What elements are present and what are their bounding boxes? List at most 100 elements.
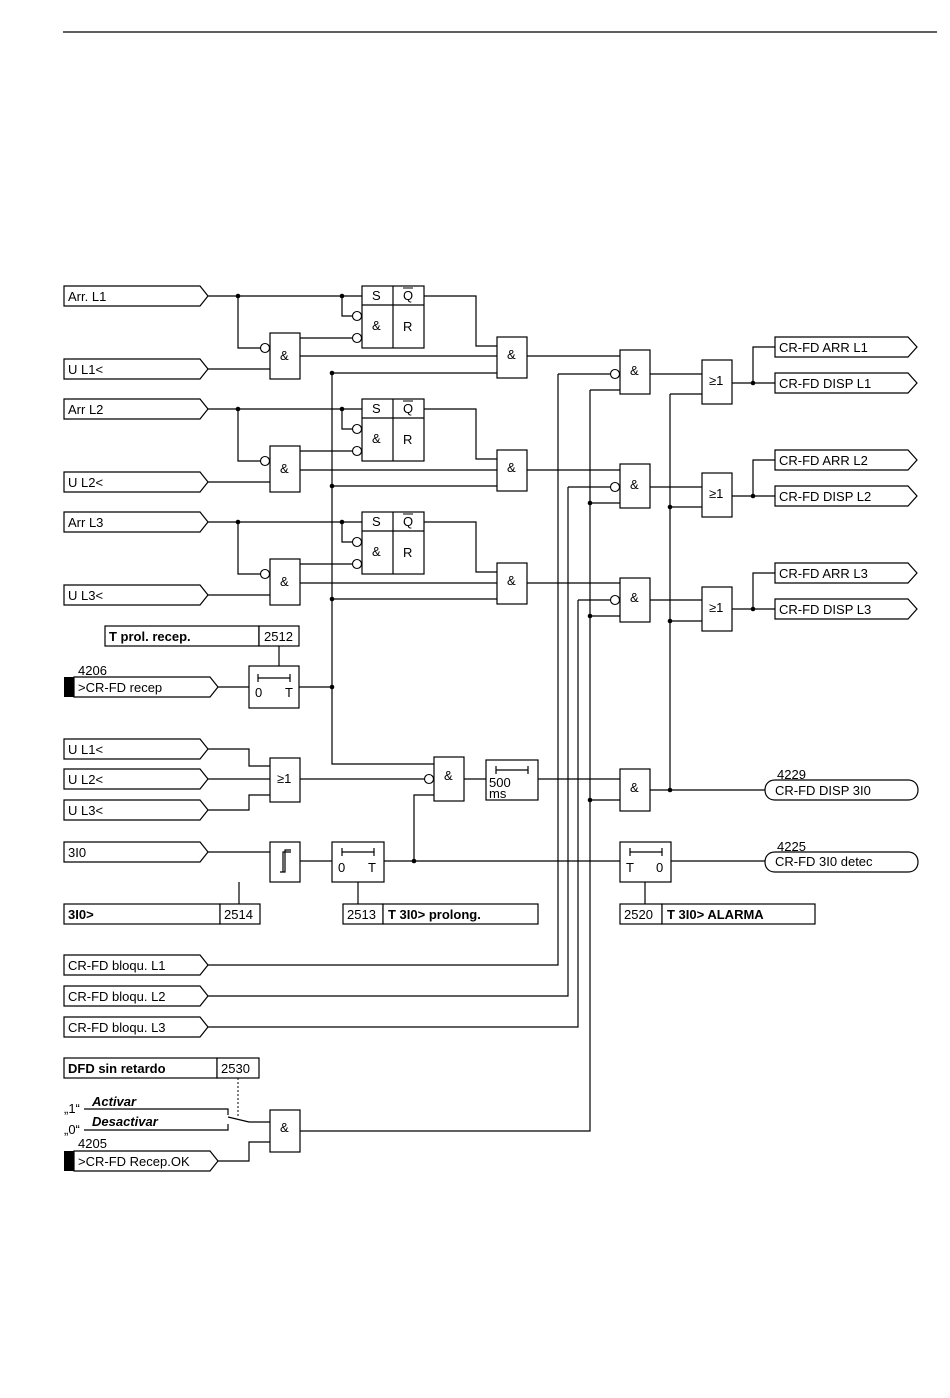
output-disp-3i0	[764, 779, 919, 801]
timer-zero: 0	[656, 860, 663, 875]
timer-zero: 0	[255, 685, 262, 700]
q-label: Q	[403, 401, 413, 416]
input-cr-fd-recep-label: >CR-FD recep	[78, 680, 162, 695]
and-label: &	[630, 590, 639, 605]
output-arr-l2	[774, 449, 918, 471]
param-3i0-gt-num: 2514	[224, 907, 253, 922]
option-desactivar: Desactivar	[92, 1114, 159, 1129]
output-disp-l1-label: CR-FD DISP L1	[779, 376, 871, 391]
and-gate-disp-l3	[619, 577, 651, 623]
zero-sequence-section: U L1< U L2< U L3< ≥1 & 500 ms & 4229 CR-…	[63, 394, 919, 925]
set-label: S	[372, 514, 381, 529]
input-recep-ok	[73, 1150, 219, 1172]
input-bloqu-l3	[63, 1016, 209, 1038]
output-disp-3i0-label: CR-FD DISP 3I0	[775, 783, 871, 798]
input-u-l3-b-label: U L3<	[68, 803, 103, 818]
delay-ms-unit: ms	[489, 786, 507, 801]
input-u-l2	[63, 471, 209, 493]
output-3i0-detec	[764, 851, 919, 873]
binary-input-marker	[64, 677, 74, 697]
input-arr-l1	[63, 285, 209, 307]
timer-t: T	[626, 860, 634, 875]
input-3i0-label: 3I0	[68, 845, 86, 860]
and-label: &	[444, 768, 453, 783]
param-alarma	[661, 903, 816, 925]
set-label: S	[372, 401, 381, 416]
option-activar: Activar	[91, 1094, 137, 1109]
pickup-delay-timer	[248, 665, 300, 709]
reset-label: R	[403, 432, 412, 447]
output-3i0-detec-label: CR-FD 3I0 detec	[775, 854, 873, 869]
param-alarma-num: 2520	[624, 907, 653, 922]
and-label: &	[630, 477, 639, 492]
output-disp-l3-label: CR-FD DISP L3	[779, 602, 871, 617]
input-bloqu-l3-label: CR-FD bloqu. L3	[68, 1020, 166, 1035]
phase-l2: Arr L2 U L2< & S Q & R & &	[63, 398, 918, 518]
or-label: ≥1	[709, 486, 723, 501]
input-recep-ok-label: >CR-FD Recep.OK	[78, 1154, 190, 1169]
and-gate-arr-l1	[269, 332, 301, 380]
input-arr-l2	[63, 398, 209, 420]
input-u-l1-b	[63, 738, 209, 760]
input-3i0	[63, 841, 209, 863]
and-label: &	[630, 780, 639, 795]
input-u-l2-b	[63, 768, 209, 790]
input-arr-l2-label: Arr L2	[68, 402, 103, 417]
input-recep-number: 4206	[78, 663, 107, 678]
input-arr-l3	[63, 511, 209, 533]
or-gate-undervoltage	[269, 757, 301, 803]
param-alarma-label: T 3I0> ALARMA	[667, 907, 764, 922]
and-gate-l2-b	[496, 449, 528, 492]
delay-500-value: 500	[489, 775, 511, 790]
param-t-prolong-num: 2513	[347, 907, 376, 922]
input-bloqu-l1-label: CR-FD bloqu. L1	[68, 958, 166, 973]
input-u-l1-label: U L1<	[68, 362, 103, 377]
or-label: ≥1	[277, 771, 291, 786]
and-gate-disp-l2	[619, 463, 651, 509]
reception-timer: T prol. recep. 2512 4206 >CR-FD recep 0 …	[64, 625, 335, 709]
q-label: Q	[403, 514, 413, 529]
set-label: S	[372, 288, 381, 303]
and-label: &	[507, 347, 516, 362]
blocking-inputs: CR-FD bloqu. L1 CR-FD bloqu. L2 CR-FD bl…	[63, 374, 579, 1038]
param-t-prolong	[382, 903, 539, 925]
input-u-l3	[63, 584, 209, 606]
output-arr-l1	[774, 336, 918, 358]
input-bloqu-l1	[63, 954, 209, 976]
param-3i0-gt-num-box	[219, 903, 261, 925]
reset-label: R	[403, 545, 412, 560]
input-u-l1	[63, 358, 209, 380]
and-label: &	[372, 431, 381, 446]
param-dfd-label: DFD sin retardo	[68, 1061, 166, 1076]
and-gate-arr-l3	[269, 558, 301, 606]
phase-l1: Arr. L1 U L1< & S Q & R &	[63, 285, 918, 405]
delay-500ms	[485, 759, 539, 801]
or-label: ≥1	[709, 373, 723, 388]
and-label: &	[280, 348, 289, 363]
input-arr-l3-label: Arr L3	[68, 515, 103, 530]
or-label: ≥1	[709, 600, 723, 615]
prolong-timer	[331, 841, 385, 883]
output-disp-l1	[774, 372, 918, 394]
input-u-l3-label: U L3<	[68, 588, 103, 603]
output-arr-l3	[774, 562, 918, 584]
param-t-prol-recep-num: 2512	[264, 629, 293, 644]
or-gate-l1	[701, 359, 733, 405]
param-t-prolong-label: T 3I0> prolong.	[388, 907, 481, 922]
output-detec-number: 4225	[777, 839, 806, 854]
output-arr-l3-label: CR-FD ARR L3	[779, 566, 868, 581]
and-label: &	[372, 544, 381, 559]
and-gate-3i0	[433, 756, 465, 802]
input-u-l2-label: U L2<	[68, 475, 103, 490]
output-disp-l2-label: CR-FD DISP L2	[779, 489, 871, 504]
and-label: &	[507, 573, 516, 588]
input-bloqu-l2-label: CR-FD bloqu. L2	[68, 989, 166, 1004]
timer-t: T	[368, 860, 376, 875]
and-gate-l3-b	[496, 562, 528, 605]
and-label: &	[630, 363, 639, 378]
input-cr-fd-recep	[73, 676, 219, 698]
reset-label: R	[403, 319, 412, 334]
or-gate-l3	[701, 586, 733, 632]
input-u-l2-b-label: U L2<	[68, 772, 103, 787]
